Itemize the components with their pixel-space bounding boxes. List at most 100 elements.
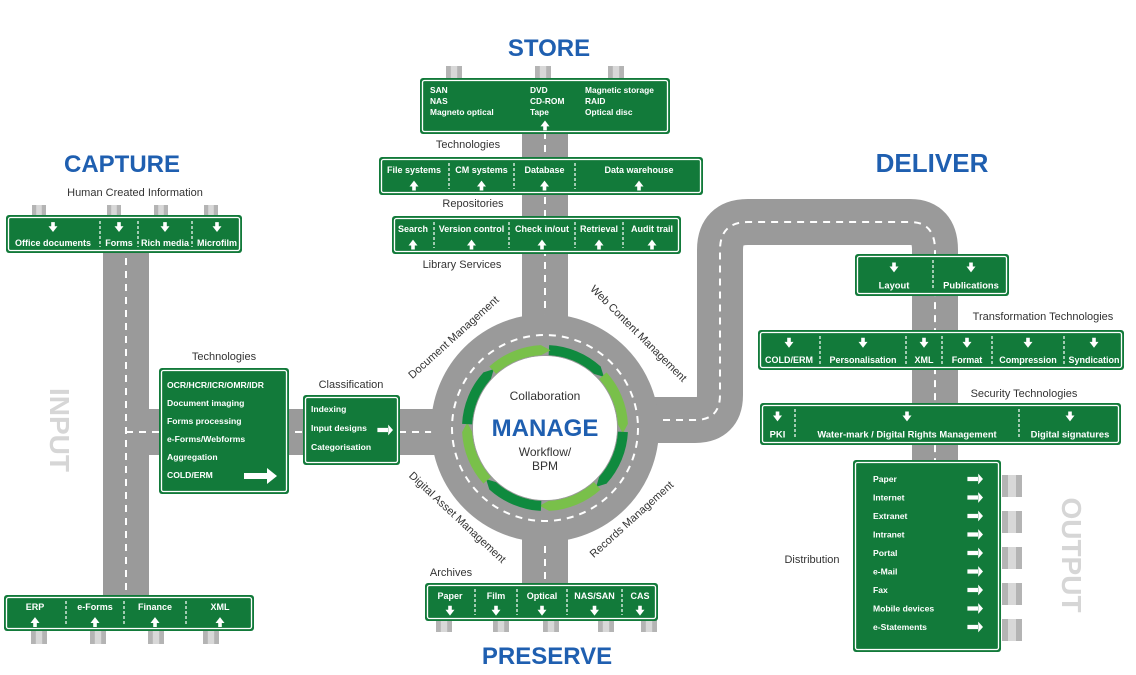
sign-distribution-item: e-Mail	[873, 567, 897, 577]
sign-repositories-border	[393, 217, 680, 253]
sign-store-media-item: Magnetic storage	[585, 85, 654, 95]
arrow-up-icon	[594, 239, 604, 250]
arrow-right-icon	[967, 584, 983, 596]
sign-post-highlight	[208, 205, 214, 219]
sign-post-highlight	[1008, 475, 1016, 497]
sign-applications-border	[5, 596, 253, 630]
arrow-down-icon	[902, 411, 912, 422]
sign-human-created-border	[7, 216, 241, 252]
sign-post-highlight	[645, 618, 653, 632]
label-repositories: Repositories	[442, 198, 504, 210]
sign-archives-item: CAS	[630, 591, 649, 601]
sign-store-technologies-item: Database	[524, 165, 564, 175]
sign-applications-item: ERP	[26, 602, 45, 612]
hub-bpm: BPM	[532, 459, 558, 473]
ring-arrow-segment	[539, 482, 601, 511]
sign-transformation-item: Syndication	[1068, 355, 1119, 365]
sign-store-media-item: Tape	[530, 107, 549, 117]
sign-applications-item: Finance	[138, 602, 172, 612]
arrow-up-icon	[409, 180, 419, 191]
label-classification: Classification	[319, 379, 384, 391]
label-capture-technologies: Technologies	[192, 351, 257, 363]
sign-distribution-item: e-Statements	[873, 622, 927, 632]
sign-post-highlight	[1008, 547, 1016, 569]
arrow-down-icon	[1065, 411, 1075, 422]
arrow-down-icon	[773, 411, 782, 422]
hub-ring-arrows	[462, 345, 628, 511]
sign-classification-item: Indexing	[311, 404, 346, 414]
sign-transformation-item: Format	[952, 355, 983, 365]
sign-repositories-board	[392, 216, 681, 254]
arrow-up-icon	[634, 180, 644, 191]
sign-distribution-item: Paper	[873, 474, 898, 484]
arrow-down-icon	[48, 222, 58, 233]
arrow-right-icon	[967, 529, 983, 540]
arrow-down-icon	[537, 605, 547, 616]
arrow-down-icon	[160, 222, 170, 233]
sign-post-highlight	[158, 205, 164, 219]
sign-store-technologies-item: Data warehouse	[604, 165, 673, 175]
arrow-up-icon	[537, 239, 547, 250]
arrow-down-icon	[635, 605, 645, 616]
ring-arrow-segment	[596, 431, 628, 487]
arrow-up-icon	[30, 617, 40, 628]
sign-transformation-border	[759, 331, 1123, 369]
arrow-up-icon	[467, 239, 476, 250]
sign-classification-board	[303, 395, 400, 465]
sign-security-item: PKI	[770, 428, 786, 439]
sign-security-board	[760, 403, 1121, 445]
sign-human-created-item: Office documents	[15, 238, 91, 248]
arrow-down-icon	[889, 262, 899, 273]
side-label-input: INPUT	[44, 388, 75, 472]
title-manage: MANAGE	[492, 415, 599, 442]
sign-human-created-board	[6, 215, 242, 253]
ring-arrow-segment	[599, 372, 628, 434]
sign-classification-border	[304, 396, 399, 464]
sign-capture-technologies-item: COLD/ERM	[167, 470, 213, 480]
sign-archives-board	[425, 583, 658, 621]
hub-workflow: Workflow/	[519, 445, 572, 459]
arrow-down-icon	[1089, 337, 1099, 348]
sign-transformation-item: COLD/ERM	[765, 355, 813, 365]
sign-repositories-item: Audit trail	[631, 224, 673, 234]
sign-post-highlight	[539, 66, 547, 80]
sign-capture-technologies-item: e-Forms/Webforms	[167, 434, 245, 444]
sign-capture-technologies-item: OCR/HCR/ICR/OMR/IDR	[167, 380, 265, 390]
sign-applications-item: XML	[211, 602, 231, 612]
arrow-right-icon	[967, 621, 983, 633]
arrow-right-icon	[244, 468, 277, 484]
sign-distribution: PaperInternetExtranetIntranetPortale-Mai…	[853, 460, 1001, 652]
sign-transformation-item: Compression	[999, 355, 1057, 365]
arrow-up-icon	[215, 617, 225, 628]
ring-arrow-segment	[462, 369, 494, 425]
sign-post-highlight	[1008, 511, 1016, 533]
sign-distribution-item: Intranet	[873, 530, 905, 540]
sign-post-highlight	[612, 66, 620, 80]
sign-transformation-item: XML	[915, 355, 935, 365]
sign-distribution-board	[853, 460, 1001, 652]
sign-distribution-item: Fax	[873, 585, 888, 595]
arrow-right-icon	[967, 510, 983, 522]
arrow-down-icon	[491, 605, 501, 616]
sign-store-technologies-item: CM systems	[455, 165, 508, 175]
sign-transformation-board	[758, 330, 1124, 370]
hub-center	[473, 356, 617, 500]
arrow-right-icon	[967, 473, 983, 485]
sign-archives-item: Film	[487, 591, 506, 601]
sign-store-media-item: NAS	[430, 96, 448, 106]
arrow-down-icon	[590, 605, 599, 616]
arrow-up-icon	[477, 180, 486, 191]
sign-archives-border	[426, 584, 657, 620]
ring-arrow-segment	[489, 345, 551, 374]
sign-distribution-item: Mobile devices	[873, 604, 934, 614]
label-transformation: Transformation Technologies	[973, 311, 1114, 323]
sign-repositories-item: Check in/out	[515, 224, 569, 234]
sign-post-highlight	[440, 618, 448, 632]
label-archives: Archives	[430, 567, 473, 579]
sign-archives-item: NAS/SAN	[574, 591, 615, 601]
sign-post-highlight	[35, 630, 43, 644]
sign-store-media-item: DVD	[530, 85, 548, 95]
